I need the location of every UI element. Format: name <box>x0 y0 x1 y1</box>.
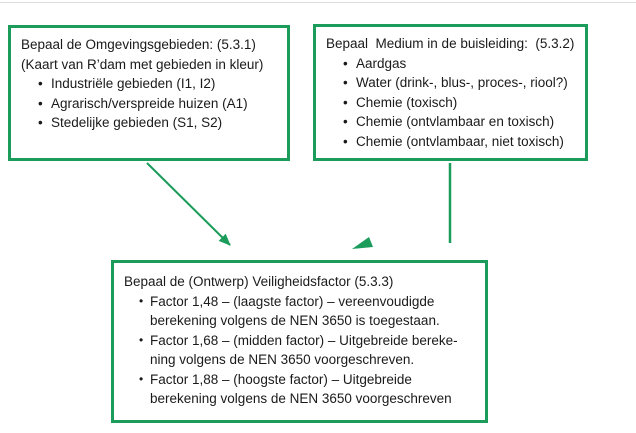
bullet-text: Agrarisch/verspreide huizen (A1) <box>51 95 248 111</box>
box-omgevingsgebieden-bullets: • Industriële gebieden (I1, I2) • Agrari… <box>21 74 278 133</box>
list-item: • Agrarisch/verspreide huizen (A1) <box>21 94 278 114</box>
list-item: • Water (drink-, blus-, proces-, riool?) <box>326 73 576 93</box>
box-medium: Bepaal Medium in de buisleiding: (5.3.2)… <box>313 24 588 161</box>
list-item: • Stedelijke gebieden (S1, S2) <box>21 113 278 133</box>
bullet-text: Factor 1,68 – (midden factor) – Uitgebre… <box>150 332 458 368</box>
bullet-icon: • <box>139 332 144 347</box>
bullet-text: Aardgas <box>356 55 407 71</box>
bullet-icon: • <box>343 94 348 110</box>
list-item: • Chemie (ontvlambaar en toxisch) <box>326 112 576 132</box>
bullet-icon: • <box>139 371 144 386</box>
box-veiligheidsfactor-title: Bepaal de (Ontwerp) Veiligheidsfactor (5… <box>124 274 394 289</box>
bullet-text: Stedelijke gebieden (S1, S2) <box>51 115 223 130</box>
list-item: • Industriële gebieden (I1, I2) <box>21 74 278 94</box>
box-medium-bullets: • Aardgas • Water (drink-, blus-, proces… <box>326 54 576 152</box>
bullet-text: Industriële gebieden (I1, I2) <box>51 76 216 91</box>
list-item: • Chemie (ontvlambaar, niet toxisch) <box>326 132 576 152</box>
bullet-text: Chemie (ontvlambaar, niet toxisch) <box>356 133 564 149</box>
list-item: • Factor 1,48 – (laagste factor) – veree… <box>124 292 476 331</box>
arrowhead-medium-to-factor <box>352 237 373 249</box>
top-divider-line <box>0 2 636 3</box>
bullet-text: Chemie (toxisch) <box>356 94 458 110</box>
bullet-icon: • <box>343 133 348 149</box>
list-item: • Factor 1,88 – (hoogste factor) – Uitge… <box>124 370 476 409</box>
bullet-text: Factor 1,88 – (hoogste factor) – Uitgebr… <box>150 371 452 407</box>
box-omgevingsgebieden-title: Bepaal de Omgevingsgebieden: (5.3.1) (Ka… <box>21 37 264 72</box>
bullet-icon: • <box>38 95 43 111</box>
bullet-icon: • <box>139 293 144 308</box>
box-veiligheidsfactor: Bepaal de (Ontwerp) Veiligheidsfactor (5… <box>111 260 488 423</box>
box-omgevingsgebieden: Bepaal de Omgevingsgebieden: (5.3.1) (Ka… <box>8 25 290 161</box>
bullet-icon: • <box>343 114 348 129</box>
list-item: • Factor 1,68 – (midden factor) – Uitgeb… <box>124 331 476 370</box>
bullet-text: Factor 1,48 – (laagste factor) – vereenv… <box>150 293 440 329</box>
bullet-text: Water (drink-, blus-, proces-, riool?) <box>356 75 568 90</box>
bullet-icon: • <box>343 55 348 71</box>
arrow-omgeving-to-factor <box>146 162 231 246</box>
list-item: • Aardgas <box>326 54 576 74</box>
list-item: • Chemie (toxisch) <box>326 93 576 113</box>
box-medium-title: Bepaal Medium in de buisleiding: (5.3.2) <box>326 36 575 51</box>
bullet-icon: • <box>343 75 348 90</box>
bullet-icon: • <box>38 76 43 91</box>
box-veiligheidsfactor-bullets: • Factor 1,48 – (laagste factor) – veree… <box>124 292 476 409</box>
bullet-text: Chemie (ontvlambaar en toxisch) <box>356 114 555 129</box>
bullet-icon: • <box>38 115 43 130</box>
